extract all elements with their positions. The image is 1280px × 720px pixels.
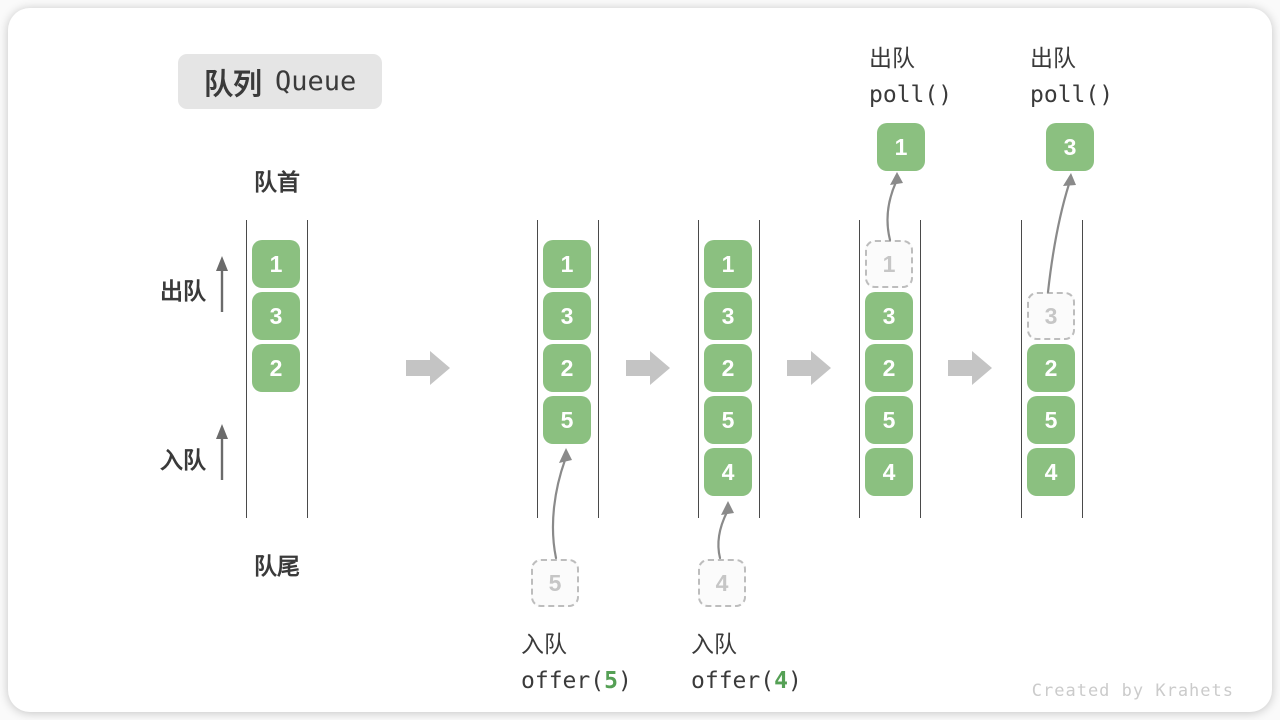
queue-item: 1 [704,240,752,288]
op-arg: 4 [774,668,788,694]
queue-item: 4 [704,448,752,496]
queue-item: 5 [704,396,752,444]
enqueue-arrow-icon [551,448,572,560]
watermark: Created by Krahets [1031,681,1234,701]
queue-item: 2 [704,344,752,392]
dequeued-item: 1 [877,123,925,171]
pending-item: 5 [531,559,579,607]
queue-item: 4 [1027,448,1075,496]
enqueue-side-label: 入队 [160,447,206,473]
queue-item: 5 [1027,396,1075,444]
op-code: offer(5) [521,668,632,694]
front-label: 队首 [254,169,300,195]
dequeue-op-caption: 出队 poll() [869,39,952,108]
queue-item: 1 [543,240,591,288]
title-en: Queue [275,66,357,97]
queue-item: 5 [543,396,591,444]
op-label: 入队 [521,631,567,657]
enqueue-up-arrow-icon [216,424,228,480]
flow-arrow-icon [626,351,670,385]
queue-item: 2 [865,344,913,392]
title-zh: 队列 [204,68,263,101]
queue-item: 2 [1027,344,1075,392]
title-badge: 队列 Queue [178,54,383,109]
op-code: poll() [1030,82,1114,108]
queue-item: 2 [543,344,591,392]
op-arg: 5 [604,668,618,694]
rear-label: 队尾 [254,553,300,579]
queue-state-5: 3 2 5 4 [1021,220,1083,518]
queue-item: 5 [865,396,913,444]
queue-item: 4 [865,448,913,496]
op-label: 出队 [1030,45,1076,71]
dequeued-item: 3 [1046,123,1094,171]
queue-item: 1 [252,240,300,288]
enqueue-op-caption: 入队 offer(4) [691,625,802,694]
dequeue-up-arrow-icon [216,256,228,312]
op-code: offer(4) [691,668,802,694]
diagram-card: 队列 Queue 队首 队尾 出队 入队 1 3 2 1 3 2 5 [8,8,1272,712]
flow-arrow-icon [406,351,450,385]
dequeue-arrow-icon [886,172,903,242]
removed-item-ghost: 1 [865,240,913,288]
dequeue-op-caption: 出队 poll() [1030,39,1113,108]
dequeue-arrow-icon [1046,173,1076,294]
queue-state-2: 1 3 2 5 [537,220,599,518]
enqueue-op-caption: 入队 offer(5) [521,625,632,694]
op-code: poll() [869,82,953,108]
queue-item: 3 [865,292,913,340]
flow-arrow-icon [787,351,831,385]
queue-item: 3 [704,292,752,340]
queue-state-3: 1 3 2 5 4 [698,220,760,518]
queue-item: 3 [543,292,591,340]
op-label: 出队 [869,45,915,71]
queue-item: 2 [252,344,300,392]
queue-state-4: 1 3 2 5 4 [859,220,921,518]
dequeue-side-label: 出队 [160,278,206,304]
queue-item: 3 [252,292,300,340]
op-label: 入队 [691,631,737,657]
removed-item-ghost: 3 [1027,292,1075,340]
pending-item: 4 [698,559,746,607]
flow-arrow-icon [948,351,992,385]
enqueue-arrow-icon [717,501,734,560]
queue-state-1: 1 3 2 [246,220,308,518]
